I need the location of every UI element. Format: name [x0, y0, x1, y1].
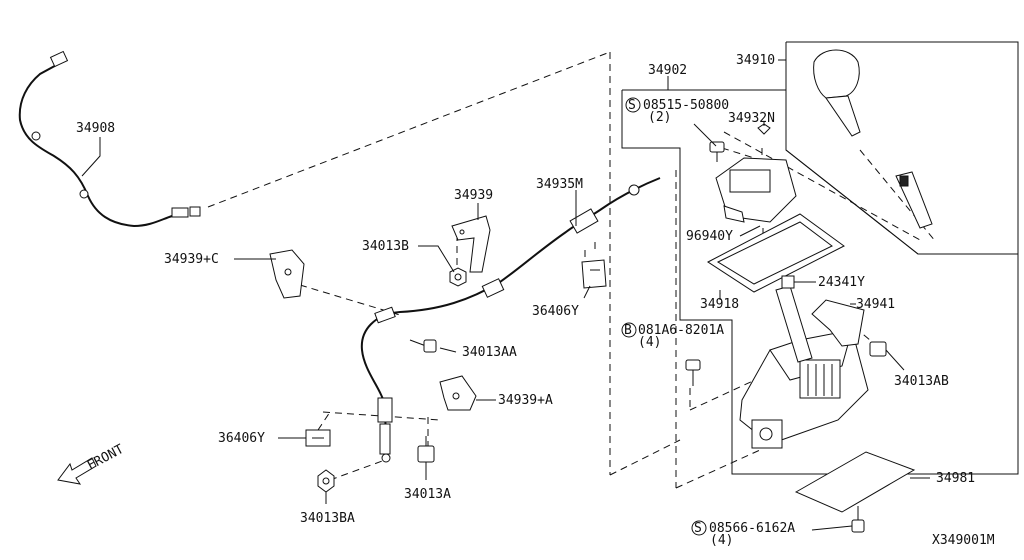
label-081A6: 081A6-8201A [638, 323, 724, 338]
label-08515: 08515-50800 [643, 98, 729, 113]
label-34981: 34981 [936, 471, 975, 486]
label-34935M: 34935M [536, 177, 583, 192]
diagram-code: X349001M [932, 533, 995, 548]
label-34908: 34908 [76, 121, 115, 136]
label-36406Y-bottom: 36406Y [218, 431, 265, 446]
label-34932N: 34932N [728, 111, 775, 126]
front-arrow-icon [57, 457, 97, 485]
bracket-34939C [269, 249, 305, 299]
label-34939C: 34939+C [164, 252, 219, 267]
shift-knob-34910 [813, 49, 933, 229]
shift-cable-34935M [360, 177, 661, 463]
label-081A6-qty: (4) [638, 335, 661, 350]
bracket-34941 [811, 299, 865, 347]
cover-34981 [794, 451, 916, 513]
s-mark-letter-1: S [628, 98, 636, 113]
bolt-34013A [417, 436, 435, 463]
indicator-34902 [715, 157, 797, 223]
label-34013B: 34013B [362, 239, 409, 254]
label-34902: 34902 [648, 63, 687, 78]
b-mark-icon [621, 322, 637, 338]
label-34910: 34910 [736, 53, 775, 68]
s-mark-letter-2: S [694, 521, 702, 536]
label-08566-qty: (4) [710, 533, 733, 548]
s-mark-icon-1 [625, 97, 641, 113]
label-34013BA: 34013BA [300, 511, 355, 526]
finisher-96940Y [707, 213, 845, 293]
dashed-guides [207, 51, 937, 520]
label-08515-qty: (2) [648, 110, 671, 125]
label-34013A: 34013A [404, 487, 451, 502]
s-mark-icon-2 [691, 520, 707, 536]
cable-34908 [18, 50, 201, 228]
label-34939A: 34939+A [498, 393, 553, 408]
label-34939: 34939 [454, 188, 493, 203]
pin-34932N [757, 123, 771, 135]
leader-lines [81, 59, 930, 531]
bracket-34939A [439, 375, 477, 411]
label-08566: 08566-6162A [709, 521, 795, 536]
bolt-34013AA [409, 339, 437, 353]
screw-08566 [851, 512, 865, 533]
bolt-081A6 [685, 359, 701, 386]
label-36406Y-top: 36406Y [532, 304, 579, 319]
label-34013AB: 34013AB [894, 374, 949, 389]
clip-36406Y-bottom [305, 429, 331, 447]
label-34013AA: 34013AA [462, 345, 517, 360]
b-mark-letter: B [624, 323, 632, 338]
label-24341Y: 24341Y [818, 275, 865, 290]
front-label: FRONT [85, 442, 127, 474]
bracket-34939 [451, 215, 491, 273]
bolt-34013AB [869, 341, 887, 357]
label-34941: 34941 [856, 297, 895, 312]
nut-34013B [449, 267, 467, 287]
nut-34013BA [317, 469, 335, 493]
label-34918: 34918 [700, 297, 739, 312]
label-96940Y: 96940Y [686, 229, 733, 244]
screw-08515 [709, 141, 725, 162]
clip-36406Y-top [581, 259, 607, 289]
shifter-assembly-34918 [739, 275, 869, 449]
